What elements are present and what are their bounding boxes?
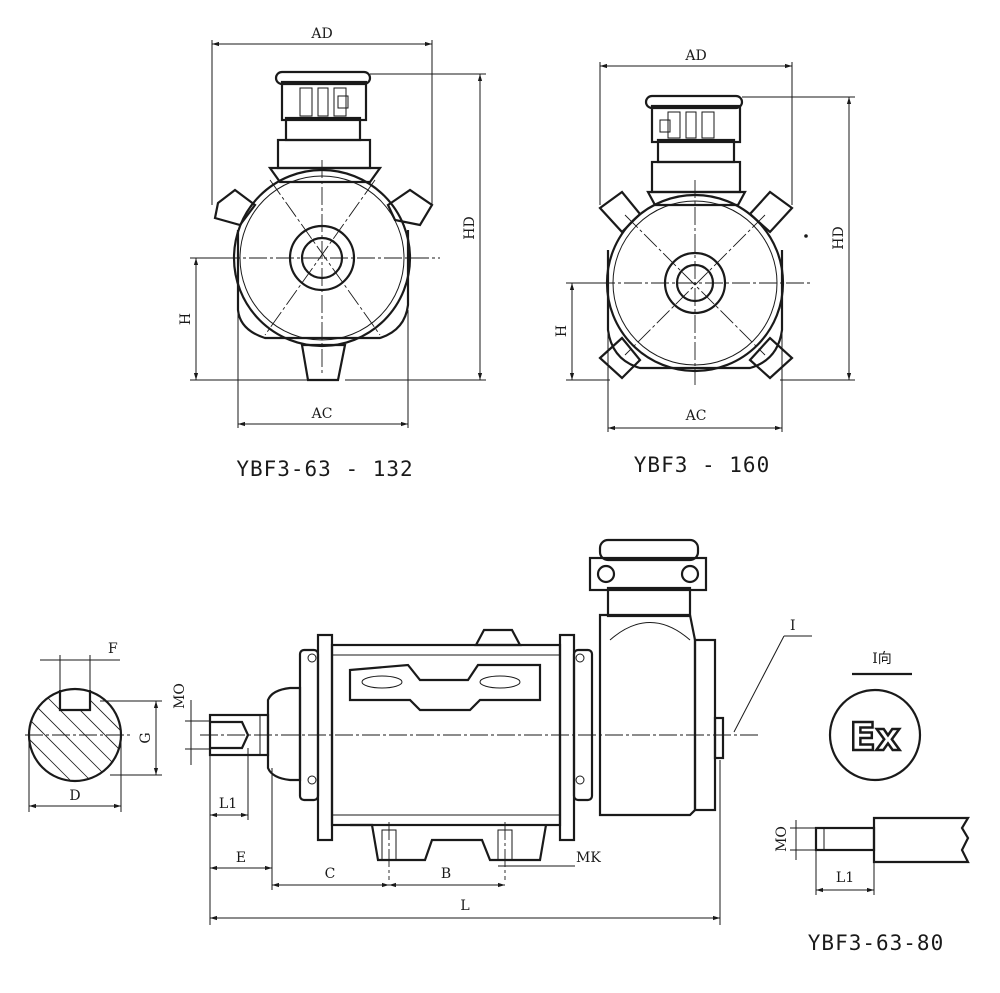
e-label: E [236, 850, 246, 866]
mounting-feet [350, 823, 548, 862]
c-label: C [325, 866, 336, 882]
cowl-end [693, 638, 717, 812]
detail-mo-label: MO [774, 826, 790, 852]
front-view-ybf3-63-132: AD HD H AC YBF3-63 - 132 [178, 26, 486, 481]
ac-label: AC [685, 408, 707, 424]
h-label: H [178, 313, 194, 325]
mo-label: MO [172, 683, 188, 709]
g-label: G [138, 732, 154, 743]
caption-ybf3-63-80: YBF3-63-80 [808, 931, 944, 955]
lug-bottom-left [598, 336, 642, 380]
ad-label: AD [684, 48, 706, 64]
ex-nameplate [828, 688, 922, 782]
terminal-box-neck [656, 138, 736, 164]
detail-shaft-end [814, 826, 876, 852]
terminal-box-neck [606, 586, 692, 618]
rear-shaft-stub [713, 716, 725, 760]
terminal-box-base [650, 160, 742, 194]
detail-title: I向 [872, 651, 892, 667]
lifting-lug-right [386, 188, 434, 227]
breather [474, 628, 522, 647]
detail-view-i: I向 Ex MO L1 YBF3-63-80 [774, 651, 970, 955]
terminal-box-cap [274, 70, 372, 86]
b-label: B [441, 866, 451, 882]
frame-housing [606, 250, 784, 370]
lug-top-left [598, 190, 642, 234]
end-bearing-cap [266, 686, 302, 782]
shaft-cross-section: F G D [25, 641, 162, 812]
lug-top-right [748, 190, 794, 234]
f-label: F [108, 641, 118, 657]
terminal-box [588, 556, 708, 592]
front-view-ybf3-160: AD HD H AC YBF3 - 160 [554, 48, 855, 477]
terminal-box-cover [650, 104, 742, 144]
detail-l1-label: L1 [836, 870, 854, 886]
hd-label: HD [462, 216, 478, 239]
terminal-box-cover [280, 80, 368, 122]
l1-label: L1 [219, 796, 237, 812]
frame-housing [236, 230, 410, 340]
top-lugs [348, 663, 542, 712]
hd-label: HD [831, 226, 847, 249]
d-label: D [69, 788, 80, 804]
detail-shaft [872, 816, 970, 864]
mk-label: MK [576, 850, 601, 866]
terminal-box-cap [598, 538, 700, 562]
keyway [58, 690, 92, 712]
ex-mark: Ex [850, 715, 900, 759]
terminal-box-neck [284, 116, 362, 142]
l-label: L [460, 898, 469, 914]
rear-end-shield [572, 648, 594, 802]
drain-lug [300, 343, 347, 382]
ad-label: AD [310, 26, 332, 42]
caption-ybf3-63-132: YBF3-63 - 132 [236, 457, 413, 481]
i-label: I [790, 618, 796, 634]
lug-bottom-right [748, 336, 794, 380]
fan-cowl [598, 613, 697, 817]
side-view: I MO L1 E C B MK L [172, 538, 812, 925]
lifting-lug-left [213, 188, 257, 227]
ac-label: AC [311, 406, 333, 422]
front-flange [316, 633, 334, 842]
h-label: H [554, 325, 570, 337]
terminal-box-cap [644, 94, 744, 110]
rear-flange [558, 633, 576, 842]
caption-ybf3-160: YBF3 - 160 [634, 453, 770, 477]
terminal-box-base [276, 138, 372, 170]
